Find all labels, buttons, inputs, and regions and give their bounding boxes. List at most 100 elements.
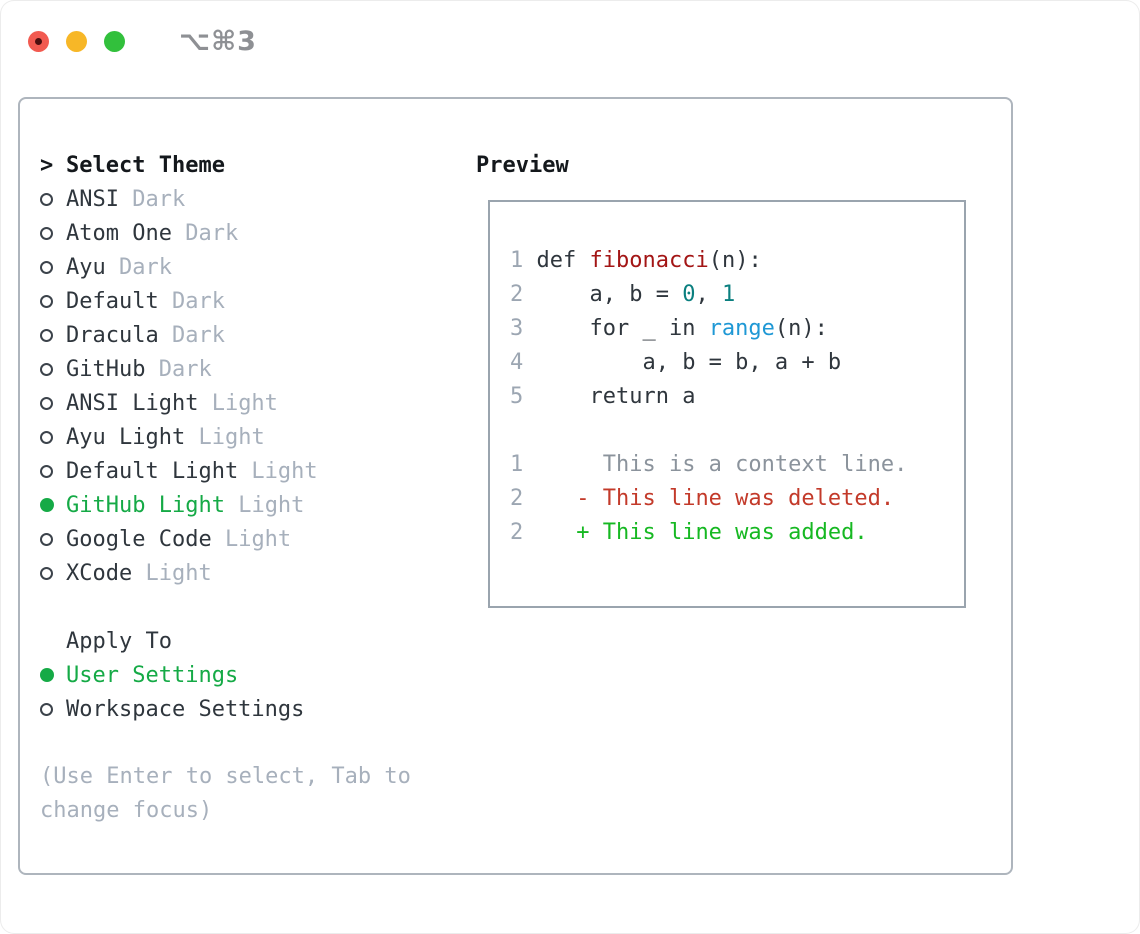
radio-selected-icon [40,668,66,682]
token-ctx: This is a context line. [536,452,908,477]
preview-line: 5 return a [510,384,964,418]
radio-unselected-icon [40,532,66,546]
radio-selected-icon [40,498,66,512]
option-label: User Settings [66,662,239,688]
token-t: def [536,248,590,273]
preview-line: 2 a, b = 0, 1 [510,282,964,316]
radio-unselected-icon [40,226,66,240]
theme-option[interactable]: Ayu Dark [40,250,476,284]
preview-blank-line [510,418,964,452]
preview-title: Preview [476,152,569,178]
theme-option[interactable]: GitHub Light Light [40,488,476,522]
apply-option[interactable]: Workspace Settings [40,692,476,726]
titlebar: ⌥⌘3 [28,26,257,57]
theme-option[interactable]: Ayu Light Light [40,420,476,454]
window-title: ⌥⌘3 [179,26,257,57]
preview-line: 1 This is a context line. [510,452,964,486]
option-variant-label: Dark [145,356,212,382]
radio-unselected-icon [40,260,66,274]
token-t: (n): [774,316,828,341]
radio-glyph [40,260,53,274]
radio-unselected-icon [40,294,66,308]
option-variant-label: Dark [118,186,186,212]
radio-glyph [40,294,53,308]
option-label: Default Light [66,458,239,484]
zoom-button[interactable] [104,31,125,52]
token-num: 0 [682,282,696,307]
radio-glyph [40,532,53,546]
theme-option[interactable]: ANSI Light Light [40,386,476,420]
radio-unselected-icon [40,430,66,444]
radio-unselected-icon [40,464,66,478]
preview-line: 1 def fibonacci(n): [510,248,964,282]
cursor-arrow-icon: > [40,152,54,178]
option-variant-label: Dark [158,288,225,314]
minimize-button[interactable] [66,31,87,52]
option-label: GitHub Light [66,492,225,518]
option-variant-label: Light [185,424,265,450]
option-variant-label: Light [238,458,318,484]
theme-option[interactable]: Default Light Light [40,454,476,488]
token-ln: 5 [510,384,537,409]
preview-line: 3 for _ in range(n): [510,316,964,350]
token-ln: 2 [510,520,537,545]
token-ln: 3 [510,316,537,341]
radio-glyph [40,226,53,240]
radio-unselected-icon [40,702,66,716]
option-label: Atom One [66,220,172,246]
option-variant-label: Light [132,560,212,586]
radio-glyph [40,396,53,410]
theme-option[interactable]: Atom One Dark [40,216,476,250]
radio-unselected-icon [40,328,66,342]
token-fn: fibonacci [589,248,709,273]
radio-unselected-icon [40,566,66,580]
token-ln: 2 [510,486,537,511]
token-ln: 1 [510,248,537,273]
apply-to-heading: Apply To [40,624,476,658]
option-label: Ayu Light [66,424,186,450]
theme-option[interactable]: XCode Light [40,556,476,590]
apply-to-title: Apply To [66,628,172,654]
radio-glyph [40,192,53,206]
option-label: Ayu [66,254,106,280]
apply-option[interactable]: User Settings [40,658,476,692]
theme-option[interactable]: Default Dark [40,284,476,318]
option-label: ANSI Light [66,390,199,416]
radio-unselected-icon [40,396,66,410]
close-button[interactable] [28,31,49,52]
select-theme-title: Select Theme [66,152,225,178]
token-ln: 1 [510,452,537,477]
radio-glyph [40,702,53,716]
option-label: Workspace Settings [66,696,305,722]
token-t: for _ in [536,316,709,341]
help-text: (Use Enter to select, Tab to change focu… [40,764,411,823]
radio-glyph [40,464,53,478]
radio-glyph [40,566,53,580]
token-num: 1 [721,282,736,307]
radio-unselected-icon [40,192,66,206]
option-label: GitHub [66,356,146,382]
token-t: (n): [708,248,762,273]
theme-option[interactable]: GitHub Dark [40,352,476,386]
option-label: ANSI [66,186,119,212]
token-add: + This line was added. [536,520,868,545]
token-t: a, b = b, a + b [536,350,842,375]
radio-glyph [40,668,54,682]
theme-option[interactable]: Google Code Light [40,522,476,556]
select-theme-heading: > Select Theme [40,148,476,182]
preview-line: 4 a, b = b, a + b [510,350,964,384]
theme-option[interactable]: ANSI Dark [40,182,476,216]
option-variant-label: Dark [171,220,239,246]
radio-glyph [40,430,53,444]
token-t: a, b = [536,282,683,307]
token-ln: 4 [510,350,537,375]
token-t: return a [536,384,696,409]
theme-option[interactable]: Dracula Dark [40,318,476,352]
option-label: XCode [66,560,133,586]
